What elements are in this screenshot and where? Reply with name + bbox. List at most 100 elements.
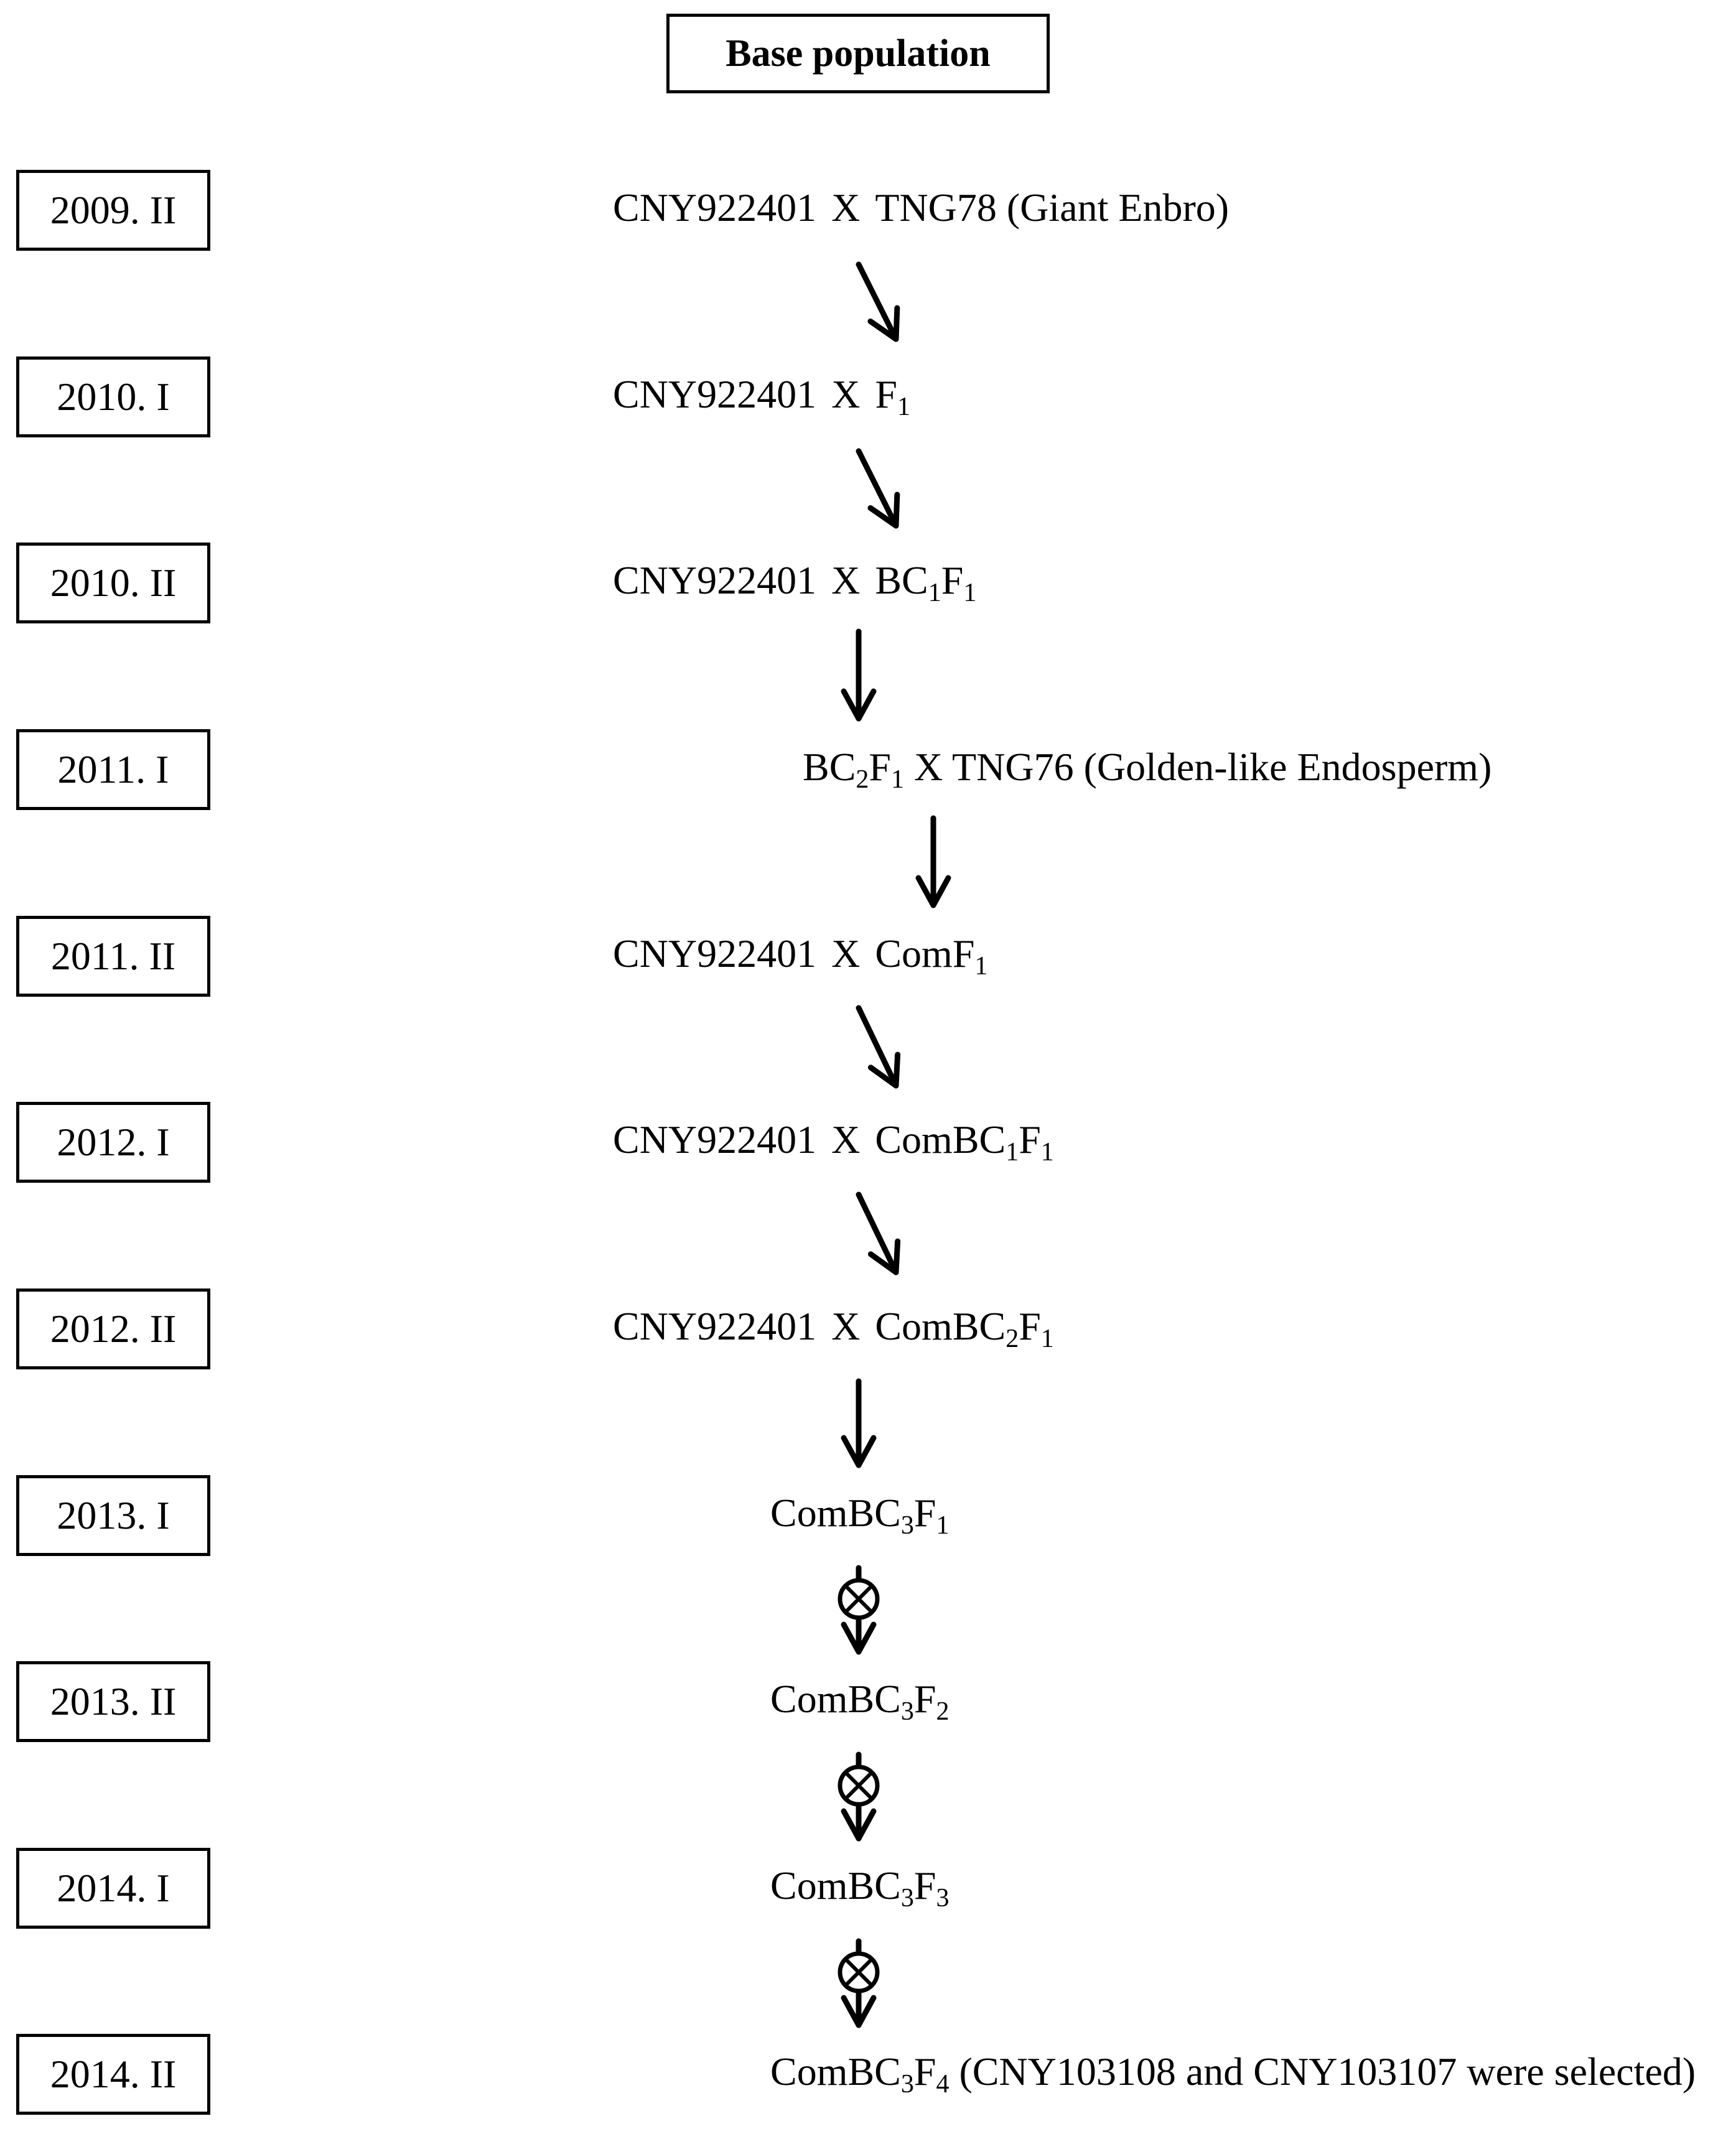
cross-text: BC bbox=[875, 558, 928, 602]
subscript: 3 bbox=[936, 1884, 950, 1913]
season-box: 2013. II bbox=[16, 1661, 210, 1742]
cross-text: CNY922401 bbox=[613, 372, 817, 416]
season-box: 2011. II bbox=[16, 916, 210, 997]
subscript: 3 bbox=[900, 1697, 914, 1726]
cross-text: CNY922401 bbox=[613, 1117, 817, 1162]
subscript: 1 bbox=[1006, 1138, 1019, 1167]
selfing-arrow bbox=[838, 1565, 880, 1655]
cross-text: F bbox=[913, 1863, 936, 1908]
cross-text: ComBC bbox=[875, 1304, 1006, 1348]
cross-text: ComBC bbox=[875, 1117, 1006, 1162]
cross-text: X bbox=[831, 1117, 861, 1162]
subscript: 1 bbox=[1040, 1325, 1054, 1353]
arrow-head bbox=[867, 305, 900, 342]
cross-text: X TNG76 (Golden-like Endosperm) bbox=[903, 745, 1492, 789]
cross-arrow bbox=[856, 1005, 901, 1089]
cross-text: ComBC bbox=[770, 1863, 901, 1908]
cross-arrow bbox=[856, 1191, 901, 1275]
subscript: 1 bbox=[936, 1511, 950, 1540]
cross-text: X bbox=[831, 1304, 861, 1348]
subscript: 1 bbox=[897, 393, 910, 421]
season-box: 2013. I bbox=[16, 1475, 210, 1556]
cross-text: CNY922401 bbox=[613, 931, 817, 976]
cross-text: X bbox=[831, 558, 861, 602]
arrow-head bbox=[841, 1995, 877, 2028]
subscript: 2 bbox=[936, 1697, 950, 1726]
arrow-head bbox=[841, 1621, 877, 1655]
subscript: 4 bbox=[936, 2070, 950, 2099]
cross-text: F bbox=[941, 558, 964, 602]
cross-text: F bbox=[1019, 1304, 1041, 1348]
arrow-head bbox=[841, 688, 877, 722]
arrow-shaft bbox=[856, 1005, 899, 1089]
cross-label: ComBC3F3 bbox=[770, 1863, 949, 1912]
subscript: 1 bbox=[1040, 1138, 1054, 1167]
cross-text: F bbox=[913, 1491, 936, 1535]
arrow-head bbox=[841, 1808, 877, 1842]
cross-text: ComF bbox=[875, 931, 975, 976]
cross-text: ComBC bbox=[770, 2049, 901, 2094]
cross-text: ComBC bbox=[770, 1491, 901, 1535]
cross-text: F bbox=[875, 372, 897, 416]
subscript: 3 bbox=[900, 2070, 914, 2099]
subscript: 1 bbox=[974, 952, 988, 981]
arrow-shaft bbox=[856, 448, 899, 529]
subscript: 2 bbox=[1006, 1325, 1019, 1353]
cross-text: F bbox=[1019, 1117, 1041, 1162]
cross-arrow bbox=[856, 261, 900, 342]
cross-arrow bbox=[856, 448, 900, 529]
arrow-shaft bbox=[856, 1191, 899, 1275]
subscript: 2 bbox=[856, 765, 869, 794]
season-box: 2010. II bbox=[16, 543, 210, 623]
arrow-head bbox=[867, 492, 900, 529]
cross-text: ComBC bbox=[770, 1677, 901, 1721]
cross-text: F bbox=[913, 1677, 936, 1721]
base-population-title: Base population bbox=[666, 14, 1050, 93]
season-box: 2012. I bbox=[16, 1102, 210, 1183]
cross-text: TNG78 (Giant Enbro) bbox=[875, 185, 1230, 230]
cross-text: F bbox=[913, 2049, 936, 2094]
cross-arrow bbox=[841, 1378, 877, 1468]
cross-text: X bbox=[831, 185, 861, 230]
cross-text: (CNY103108 and CNY103107 were selected) bbox=[949, 2049, 1696, 2094]
selfing-arrow bbox=[838, 1938, 880, 2028]
selfing-cross bbox=[844, 1957, 874, 1987]
cross-text: X bbox=[831, 931, 861, 976]
cross-label: CNY922401 X ComBC2F1 bbox=[613, 1304, 1054, 1353]
subscript: 1 bbox=[928, 579, 941, 607]
cross-text: X bbox=[831, 372, 861, 416]
subscript: 1 bbox=[963, 579, 977, 607]
season-box: 2014. I bbox=[16, 1848, 210, 1929]
cross-arrow bbox=[915, 815, 951, 908]
cross-text: CNY922401 bbox=[613, 1304, 817, 1348]
arrow-head bbox=[867, 1051, 901, 1089]
selfing-arrow bbox=[838, 1751, 880, 1842]
cross-label: ComBC3F1 bbox=[770, 1491, 949, 1539]
subscript: 3 bbox=[900, 1884, 914, 1913]
cross-arrow bbox=[841, 628, 877, 722]
season-box: 2014. II bbox=[16, 2034, 210, 2115]
season-box: 2009. II bbox=[16, 170, 210, 251]
arrow-head bbox=[841, 1435, 877, 1468]
subscript: 1 bbox=[890, 765, 904, 794]
cross-text: BC bbox=[803, 745, 856, 789]
arrow-head bbox=[867, 1238, 901, 1275]
selfing-cross bbox=[844, 1584, 874, 1614]
season-box: 2012. II bbox=[16, 1289, 210, 1369]
season-box: 2010. I bbox=[16, 357, 210, 437]
arrow-head bbox=[915, 875, 951, 908]
subscript: 3 bbox=[900, 1511, 914, 1540]
cross-text: F bbox=[869, 745, 891, 789]
arrow-shaft bbox=[856, 261, 899, 342]
cross-text: CNY922401 bbox=[613, 558, 817, 602]
cross-label: CNY922401 X ComF1 bbox=[613, 931, 987, 980]
cross-label: ComBC3F4 (CNY103108 and CNY103107 were s… bbox=[770, 2049, 1696, 2098]
season-box: 2011. I bbox=[16, 729, 210, 810]
cross-label: ComBC3F2 bbox=[770, 1677, 949, 1725]
